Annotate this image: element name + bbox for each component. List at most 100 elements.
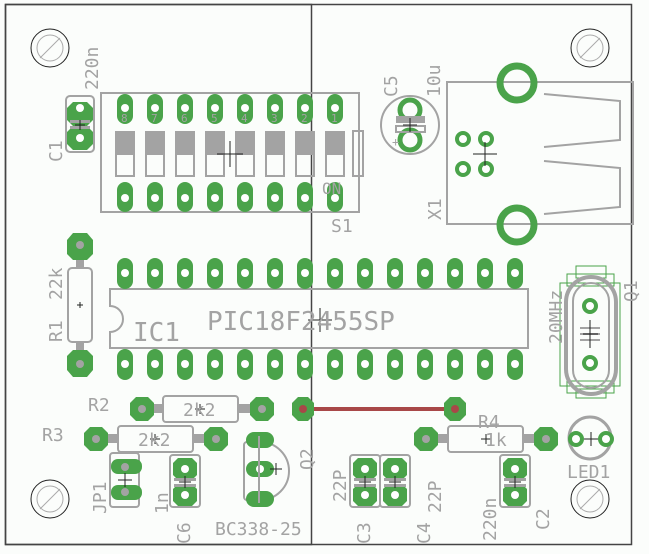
ic1-pin-top-3 <box>177 258 193 289</box>
component-q1[interactable]: 20MHz Q1 <box>546 265 642 399</box>
component-x1[interactable]: X1 <box>425 62 634 246</box>
ic1-pin-bottom-14 <box>507 349 523 380</box>
dip-switch-1[interactable]: 1 <box>325 94 345 212</box>
component-c5[interactable]: + C5 10u <box>380 64 445 155</box>
r3-name: R3 <box>42 425 64 446</box>
q1-name: Q1 <box>621 280 642 302</box>
q1-value: 20MHz <box>546 290 567 344</box>
ic1-pin-top-14 <box>507 258 523 289</box>
switch-number: 2 <box>301 112 308 125</box>
c5-polarity: + <box>392 135 399 149</box>
switch-number: 6 <box>181 112 188 125</box>
ic1-pin-top-2 <box>147 258 163 289</box>
ic1-pin-bottom-8 <box>327 349 343 380</box>
component-c2[interactable]: 220n C2 <box>480 454 554 541</box>
ic1-pin-top-11 <box>417 258 433 289</box>
switch-number: 7 <box>151 112 158 125</box>
ic1-pin-top-13 <box>477 258 493 289</box>
dip-switch-8[interactable]: 8 <box>115 94 135 212</box>
ic1-pin-top-9 <box>357 258 373 289</box>
r1-value: 22k <box>46 267 67 300</box>
c4-value: 22P <box>425 480 446 513</box>
ic1-pin-bottom-13 <box>477 349 493 380</box>
ic1-pin-top-1 <box>117 258 133 289</box>
ic1-pin-bottom-5 <box>237 349 253 380</box>
dip-switch-2[interactable]: 2 <box>295 94 315 212</box>
component-c3[interactable]: 22P C3 <box>330 454 381 544</box>
ic1-pin-top-5 <box>237 258 253 289</box>
component-r1[interactable]: R1 22k <box>46 233 93 377</box>
component-led1[interactable]: LED1 <box>567 415 614 483</box>
component-q2[interactable]: Q2 BC338-25 <box>215 432 318 540</box>
component-jp1[interactable]: JP1 <box>90 452 142 514</box>
ic1-pin-top-6 <box>267 258 283 289</box>
ic1-value: PIC18F2455SP <box>207 307 395 337</box>
component-c4[interactable]: 22P C4 <box>379 454 446 544</box>
mounting-hole-bottom-right <box>570 479 610 519</box>
dip-switch-7[interactable]: 7 <box>145 94 165 212</box>
ic1-pin-top-4 <box>207 258 223 289</box>
r1-name: R1 <box>46 320 67 342</box>
component-s1[interactable]: 8 7 6 5 4 3 2 1ON S1 <box>100 92 364 237</box>
ic1-pin-top-12 <box>447 258 463 289</box>
jp1-name: JP1 <box>90 481 111 514</box>
c4-name: C4 <box>414 522 435 544</box>
c5-value: 10u <box>424 64 445 97</box>
ic1-pin-bottom-4 <box>207 349 223 380</box>
ic1-pin-bottom-2 <box>147 349 163 380</box>
c2-name: C2 <box>533 508 554 530</box>
s1-on-label: ON <box>322 179 341 198</box>
dip-switch-6[interactable]: 6 <box>175 94 195 212</box>
switch-number: 4 <box>241 112 248 125</box>
mounting-hole-bottom-left <box>30 479 70 519</box>
r3-value: 2k2 <box>138 430 171 451</box>
board-edge <box>4 3 633 546</box>
switch-number: 8 <box>121 112 128 125</box>
switch-number: 1 <box>331 112 338 125</box>
component-r3[interactable]: 2k2 R3 <box>42 425 228 453</box>
ic1-pin-bottom-9 <box>357 349 373 380</box>
q2-value: BC338-25 <box>215 519 302 540</box>
led1-name: LED1 <box>567 462 610 483</box>
x1-name: X1 <box>425 198 446 220</box>
ic1-pin-top-8 <box>327 258 343 289</box>
mounting-hole-top-right <box>570 28 610 68</box>
s1-name: S1 <box>331 216 353 237</box>
via-left <box>292 397 314 421</box>
component-c6[interactable]: 1n C6 <box>152 454 201 544</box>
ic1-name: IC1 <box>133 318 180 348</box>
r2-value: 2k2 <box>183 400 216 421</box>
r2-name: R2 <box>88 395 110 416</box>
ic1-pin-bottom-7 <box>297 349 313 380</box>
switch-number: 5 <box>211 112 218 125</box>
dip-switch-5[interactable]: 5 <box>205 94 225 212</box>
c1-name: C1 <box>46 140 67 162</box>
c2-value: 220n <box>480 498 501 541</box>
c6-value: 1n <box>152 492 173 514</box>
dip-switch-3[interactable]: 3 <box>265 94 285 212</box>
ic1-pin-bottom-11 <box>417 349 433 380</box>
ic1-pin-bottom-3 <box>177 349 193 380</box>
q2-name: Q2 <box>297 448 318 470</box>
mounting-hole-top-left <box>30 28 70 68</box>
ic1-pin-bottom-6 <box>267 349 283 380</box>
c5-name: C5 <box>381 75 402 97</box>
c1-value: 220n <box>82 47 103 90</box>
component-r4[interactable]: 1k R4 <box>414 412 558 453</box>
ic1-pin-bottom-1 <box>117 349 133 380</box>
switch-number: 3 <box>271 112 278 125</box>
component-ic1[interactable]: PIC18F2455SP IC1 <box>109 258 529 380</box>
c3-value: 22P <box>330 469 351 502</box>
ic1-pin-bottom-12 <box>447 349 463 380</box>
dip-switch-4[interactable]: 4 <box>235 94 255 212</box>
ic1-pin-top-10 <box>387 258 403 289</box>
component-c1[interactable]: C1 220n <box>46 47 103 162</box>
ic1-pin-top-7 <box>297 258 313 289</box>
ic1-pin-bottom-10 <box>387 349 403 380</box>
r4-name: R4 <box>478 412 500 433</box>
c6-name: C6 <box>174 522 195 544</box>
component-r2[interactable]: 2k2 R2 <box>88 395 274 423</box>
via-right <box>444 397 466 421</box>
c3-name: C3 <box>354 522 375 544</box>
